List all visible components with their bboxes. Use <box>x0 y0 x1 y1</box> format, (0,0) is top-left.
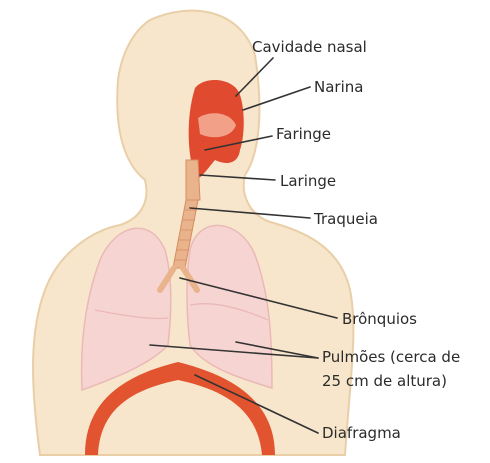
larynx-shape <box>186 160 200 200</box>
label-lungs-line1: Pulmões (cerca de <box>322 348 460 366</box>
label-pharynx: Faringe <box>276 125 331 143</box>
body-silhouette <box>33 11 353 455</box>
label-diaphragm: Diafragma <box>322 424 401 442</box>
label-nostril: Narina <box>314 78 363 96</box>
label-bronchi: Brônquios <box>342 310 417 328</box>
label-nasal-cavity: Cavidade nasal <box>252 38 367 56</box>
label-lungs-line2: 25 cm de altura) <box>322 372 447 390</box>
label-trachea: Traqueia <box>313 210 378 228</box>
label-larynx: Laringe <box>280 172 336 190</box>
